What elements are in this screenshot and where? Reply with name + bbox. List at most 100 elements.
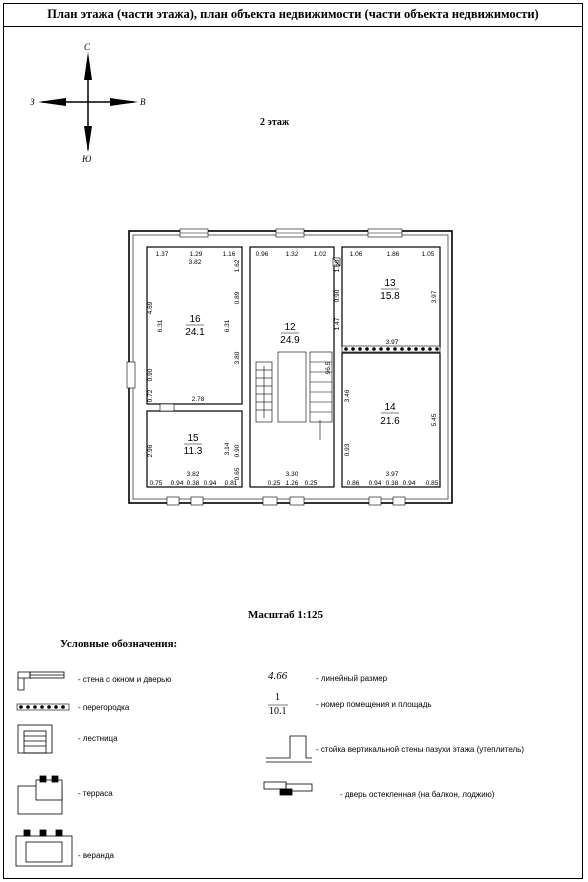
page-frame xyxy=(3,3,583,879)
dim-label: 3.30 xyxy=(286,471,299,478)
staircase-icon xyxy=(17,724,53,754)
dim-label: 5.45 xyxy=(431,413,438,426)
dim-label: 1.29 xyxy=(190,251,203,258)
dim-label: 3.82 xyxy=(187,471,200,478)
dim-label: 0.93 xyxy=(344,443,351,456)
staircase xyxy=(255,351,333,440)
room-12-number: 12 xyxy=(284,322,296,333)
legend-item-glazed-door: - дверь остекленная (на балкон, лоджию) xyxy=(340,790,495,799)
west-arrow-icon xyxy=(38,98,66,106)
legend-sample-room-number: 1 xyxy=(275,692,280,703)
dim-label: 96.5 xyxy=(325,361,332,374)
dim-label: 0.90 xyxy=(234,444,241,457)
compass-west-label: З xyxy=(30,97,35,107)
room-12-outline xyxy=(249,246,335,488)
legend-item-wall-window-door: - стена с окном и дверью xyxy=(78,675,172,684)
legend-title: Условные обозначения: xyxy=(60,638,178,650)
legend-item-dimension: - линейный размер xyxy=(316,674,388,683)
glazed-door-icon xyxy=(263,781,313,796)
dim-label: 0.94 xyxy=(403,480,416,487)
dim-label: 4.69 xyxy=(147,301,154,314)
dim-label: 6.31 xyxy=(224,319,231,332)
partition xyxy=(341,345,441,353)
partition-icon xyxy=(16,703,70,711)
room-15-outline xyxy=(146,410,243,488)
veranda-icon xyxy=(15,829,73,867)
wall-rack-icon xyxy=(266,735,312,763)
dim-label: 1.16 xyxy=(223,251,236,258)
dim-label: 0.65 xyxy=(234,467,241,480)
dim-label: 0.89 xyxy=(234,291,241,304)
dim-label: 0.38 xyxy=(386,480,399,487)
dim-label: 1.62 xyxy=(234,259,241,272)
dim-label: 0.94 xyxy=(369,480,382,487)
dim-label: 1.26 xyxy=(286,480,299,487)
dim-label: 0.94 xyxy=(171,480,184,487)
legend-item-wall-rack: - стойка вертикальной стены пазухи этажа… xyxy=(316,745,525,754)
dim-label: 6.31 xyxy=(157,319,164,332)
dim-label: 0.25 xyxy=(305,480,318,487)
south-arrow-icon xyxy=(84,126,92,152)
legend-sample-room-area: 10.1 xyxy=(269,706,287,717)
dim-label: 3.97 xyxy=(386,471,399,478)
dim-label: 1.86 xyxy=(387,251,400,258)
east-arrow-icon xyxy=(110,98,138,106)
room-12-area: 24.9 xyxy=(280,335,300,346)
legend-sample-dimension: 4.66 xyxy=(268,670,288,682)
dim-label: 0.94 xyxy=(204,480,217,487)
dim-label: 0.75 xyxy=(150,480,163,487)
dim-label: 0.85 xyxy=(426,480,439,487)
dim-label: 0.81 xyxy=(225,480,238,487)
dim-label: 1.37 xyxy=(156,251,169,258)
scale-label: Масштаб 1:125 xyxy=(248,609,324,621)
room-16-area: 24.1 xyxy=(185,327,205,338)
dim-label: 3.46 xyxy=(344,389,351,402)
legend-item-veranda: - веранда xyxy=(78,851,114,860)
room-13-area: 15.8 xyxy=(380,291,400,302)
dim-label: 3.82 xyxy=(189,259,202,266)
compass-east-label: В xyxy=(140,97,146,107)
legend-item-room-number: - номер помещения и площадь xyxy=(316,700,432,709)
dim-label: 0.90 xyxy=(147,368,154,381)
north-arrow-icon xyxy=(84,52,92,80)
room-14-outline xyxy=(341,352,441,488)
compass-south-label: Ю xyxy=(82,154,92,164)
dim-label: 1.47 xyxy=(334,317,341,330)
dim-label: 1.05 xyxy=(422,251,435,258)
page-title: План этажа (части этажа), план объекта н… xyxy=(3,3,583,27)
dim-label: 0.86 xyxy=(347,480,360,487)
dim-label: 3.97 xyxy=(386,339,399,346)
dim-label: 3.80 xyxy=(234,351,241,364)
terrace-icon xyxy=(17,775,63,815)
dim-label: 3.14 xyxy=(224,442,231,455)
dim-label: 3.97 xyxy=(431,290,438,303)
dim-label: 0.25 xyxy=(268,480,281,487)
legend-item-terrace: - терраса xyxy=(78,789,113,798)
dim-label: 1.60 xyxy=(334,259,341,272)
dim-label: 1.32 xyxy=(286,251,299,258)
dim-label: 0.72 xyxy=(147,389,154,402)
compass-north-label: С xyxy=(84,42,91,52)
room-14-number: 14 xyxy=(384,402,396,413)
room-15-area: 11.3 xyxy=(184,446,203,457)
wall-window-door-icon xyxy=(17,671,65,691)
floor-label: 2 этаж xyxy=(260,117,290,128)
window-bottom xyxy=(166,496,406,506)
dim-label: 0.96 xyxy=(256,251,269,258)
legend-item-staircase: - лестница xyxy=(78,734,118,743)
room-16-outline xyxy=(146,246,243,405)
window-top xyxy=(179,228,403,238)
room-15-number: 15 xyxy=(187,433,199,444)
room-13-number: 13 xyxy=(384,278,396,289)
dim-label: 2.78 xyxy=(192,396,205,403)
dim-label: 2.96 xyxy=(147,444,154,457)
room-14-area: 21.6 xyxy=(380,416,400,427)
room-16-number: 16 xyxy=(189,314,201,325)
dim-label: 1.06 xyxy=(350,251,363,258)
dim-label: 0.38 xyxy=(187,480,200,487)
legend-item-partition: - перегородка xyxy=(78,703,130,712)
dim-label: 0.90 xyxy=(334,289,341,302)
